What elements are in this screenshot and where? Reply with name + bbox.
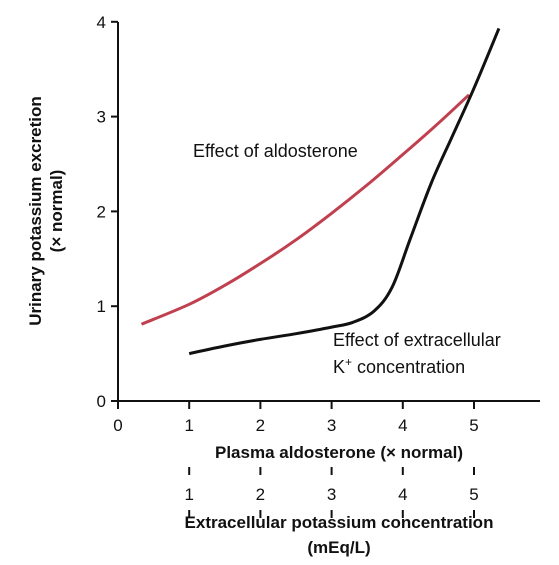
x-tick-label: 1	[184, 416, 193, 435]
y-tick-label: 3	[97, 108, 106, 127]
potassium-label-rest: concentration	[352, 357, 465, 377]
y-tick-label: 4	[97, 13, 106, 32]
aldosterone-series-label: Effect of aldosterone	[193, 141, 358, 161]
potassium-symbol: K	[333, 357, 345, 377]
extracellular-potassium-curve	[188, 27, 501, 356]
x2-tick-label: 4	[398, 485, 407, 504]
y-tick-label: 1	[97, 297, 106, 316]
secondary-ticks: 1 2 3 4 5	[184, 467, 479, 518]
potassium-series-label-line1: Effect of extracellular	[333, 330, 501, 350]
aldosterone-curve	[140, 93, 471, 326]
ticks: 0 1 2 3 4 0 1 2 3 4 5	[97, 13, 479, 435]
x-tick-label: 0	[113, 416, 122, 435]
x-tick-label: 2	[256, 416, 265, 435]
x-axis-title: Plasma aldosterone (× normal)	[215, 443, 463, 462]
x-tick-label: 3	[327, 416, 336, 435]
y-tick-label: 2	[97, 202, 106, 221]
potassium-series-label-line2: K+ concentration	[333, 355, 465, 377]
x-tick-label: 5	[469, 416, 478, 435]
x2-tick-label: 2	[256, 485, 265, 504]
x-tick-label: 4	[398, 416, 407, 435]
potassium-charge-superscript: +	[345, 355, 352, 369]
x2-axis-title-line2: (mEq/L)	[307, 538, 370, 557]
x2-tick-label: 3	[327, 485, 336, 504]
x2-axis-title-line1: Extracellular potassium concentration	[185, 513, 494, 532]
y-tick-label: 0	[97, 392, 106, 411]
x2-tick-label: 1	[184, 485, 193, 504]
series-layer	[140, 27, 501, 356]
x2-tick-label: 5	[469, 485, 478, 504]
y-axis-title-line1: Urinary potassium excretion	[26, 96, 45, 326]
y-axis-title-line2: (× normal)	[47, 170, 66, 253]
